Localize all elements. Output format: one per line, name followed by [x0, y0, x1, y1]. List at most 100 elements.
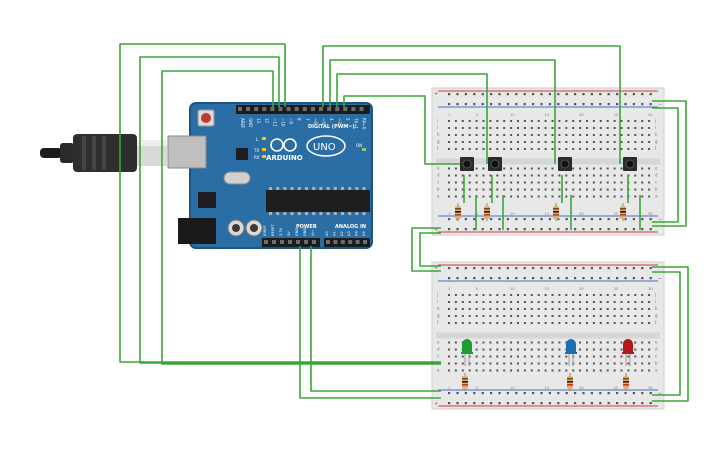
breadboard-hole[interactable] — [558, 308, 561, 310]
breadboard-hole[interactable] — [503, 341, 506, 344]
breadboard-hole[interactable] — [468, 148, 471, 150]
breadboard-hole[interactable] — [648, 134, 651, 136]
breadboard-hole[interactable] — [448, 294, 450, 296]
rail-hole[interactable] — [632, 228, 635, 231]
breadboard-hole[interactable] — [482, 167, 485, 170]
breadboard-hole[interactable] — [599, 120, 602, 122]
breadboard-hole[interactable] — [530, 294, 533, 296]
rail-hole[interactable] — [523, 228, 526, 231]
breadboard-hole[interactable] — [537, 134, 540, 136]
rail-hole[interactable] — [473, 228, 476, 231]
breadboard-hole[interactable] — [648, 341, 651, 344]
breadboard-hole[interactable] — [641, 294, 644, 296]
breadboard-hole[interactable] — [475, 322, 478, 324]
breadboard-hole[interactable] — [496, 322, 499, 324]
wire-gnd[interactable] — [310, 246, 441, 392]
breadboard-hole[interactable] — [448, 355, 450, 358]
breadboard-hole[interactable] — [537, 348, 540, 351]
breadboard-hole[interactable] — [454, 341, 457, 344]
breadboard-hole[interactable] — [454, 127, 457, 129]
rail-hole[interactable] — [532, 277, 535, 280]
rail-hole[interactable] — [557, 103, 560, 106]
rail-hole[interactable] — [464, 402, 467, 405]
breadboard-hole[interactable] — [544, 341, 547, 344]
breadboard-hole[interactable] — [599, 294, 602, 296]
breadboard-hole[interactable] — [641, 322, 644, 324]
breadboard-hole[interactable] — [489, 120, 492, 122]
breadboard-hole[interactable] — [565, 294, 568, 296]
rail-hole[interactable] — [574, 402, 577, 405]
breadboard-hole[interactable] — [454, 148, 457, 150]
breadboard-hole[interactable] — [523, 322, 526, 324]
breadboard-hole[interactable] — [606, 181, 609, 184]
rail-hole[interactable] — [624, 228, 627, 231]
breadboard-hole[interactable] — [627, 127, 630, 129]
breadboard-hole[interactable] — [448, 134, 450, 136]
breadboard-hole[interactable] — [461, 301, 464, 303]
breadboard-hole[interactable] — [579, 181, 582, 184]
breadboard-hole[interactable] — [530, 362, 533, 365]
breadboard-hole[interactable] — [599, 341, 602, 344]
breadboard-hole[interactable] — [503, 362, 506, 365]
breadboard-hole[interactable] — [482, 369, 485, 372]
breadboard-hole[interactable] — [613, 188, 616, 191]
breadboard-hole[interactable] — [558, 294, 561, 296]
breadboard-hole[interactable] — [620, 341, 623, 344]
rail-hole[interactable] — [548, 402, 551, 405]
breadboard-hole[interactable] — [530, 167, 533, 170]
breadboard-hole[interactable] — [606, 141, 609, 143]
breadboard-hole[interactable] — [606, 315, 609, 317]
breadboard-hole[interactable] — [544, 294, 547, 296]
rail-hole[interactable] — [515, 218, 518, 221]
rail-hole[interactable] — [490, 267, 493, 270]
rail-hole[interactable] — [464, 277, 467, 280]
breadboard-hole[interactable] — [579, 301, 582, 303]
breadboard-hole[interactable] — [475, 315, 478, 317]
breadboard-hole[interactable] — [537, 355, 540, 358]
analog-pin-hole[interactable] — [333, 240, 338, 244]
breadboard-hole[interactable] — [634, 188, 637, 191]
breadboard-hole[interactable] — [517, 134, 519, 136]
breadboard-hole[interactable] — [551, 181, 554, 184]
breadboard-hole[interactable] — [551, 369, 554, 372]
rail-hole[interactable] — [599, 402, 602, 405]
breadboard-hole[interactable] — [606, 355, 609, 358]
breadboard-hole[interactable] — [620, 181, 623, 184]
rail-hole[interactable] — [473, 402, 476, 405]
rail-hole[interactable] — [464, 93, 467, 96]
breadboard-hole[interactable] — [454, 120, 457, 122]
breadboard-hole[interactable] — [613, 301, 616, 303]
rail-hole[interactable] — [540, 218, 543, 221]
breadboard-hole[interactable] — [565, 134, 568, 136]
rail-hole[interactable] — [498, 402, 501, 405]
rail-hole[interactable] — [624, 277, 627, 280]
breadboard-hole[interactable] — [634, 315, 637, 317]
rail-hole[interactable] — [523, 103, 526, 106]
rail-hole[interactable] — [599, 267, 602, 270]
rail-hole[interactable] — [616, 218, 619, 221]
rail-hole[interactable] — [641, 93, 644, 96]
breadboard-hole[interactable] — [530, 355, 533, 358]
breadboard-hole[interactable] — [613, 348, 616, 351]
green-led[interactable] — [461, 339, 473, 366]
breadboard-hole[interactable] — [551, 362, 554, 365]
breadboard-hole[interactable] — [517, 174, 519, 177]
breadboard-hole[interactable] — [523, 301, 526, 303]
breadboard-hole[interactable] — [551, 301, 554, 303]
breadboard-hole[interactable] — [496, 341, 499, 344]
rail-hole[interactable] — [641, 392, 644, 395]
rail-hole[interactable] — [574, 228, 577, 231]
wire-rail-link-2[interactable] — [419, 232, 441, 267]
breadboard-hole[interactable] — [586, 369, 588, 372]
breadboard-hole[interactable] — [558, 127, 561, 129]
breadboard-hole[interactable] — [592, 141, 595, 143]
rail-hole[interactable] — [523, 267, 526, 270]
rail-hole[interactable] — [540, 392, 543, 395]
breadboard-hole[interactable] — [496, 348, 499, 351]
breadboard-hole[interactable] — [503, 167, 506, 170]
rail-hole[interactable] — [481, 218, 484, 221]
breadboard-hole[interactable] — [613, 127, 616, 129]
breadboard-hole[interactable] — [523, 341, 526, 344]
rail-hole[interactable] — [649, 93, 652, 96]
breadboard-hole[interactable] — [592, 120, 595, 122]
